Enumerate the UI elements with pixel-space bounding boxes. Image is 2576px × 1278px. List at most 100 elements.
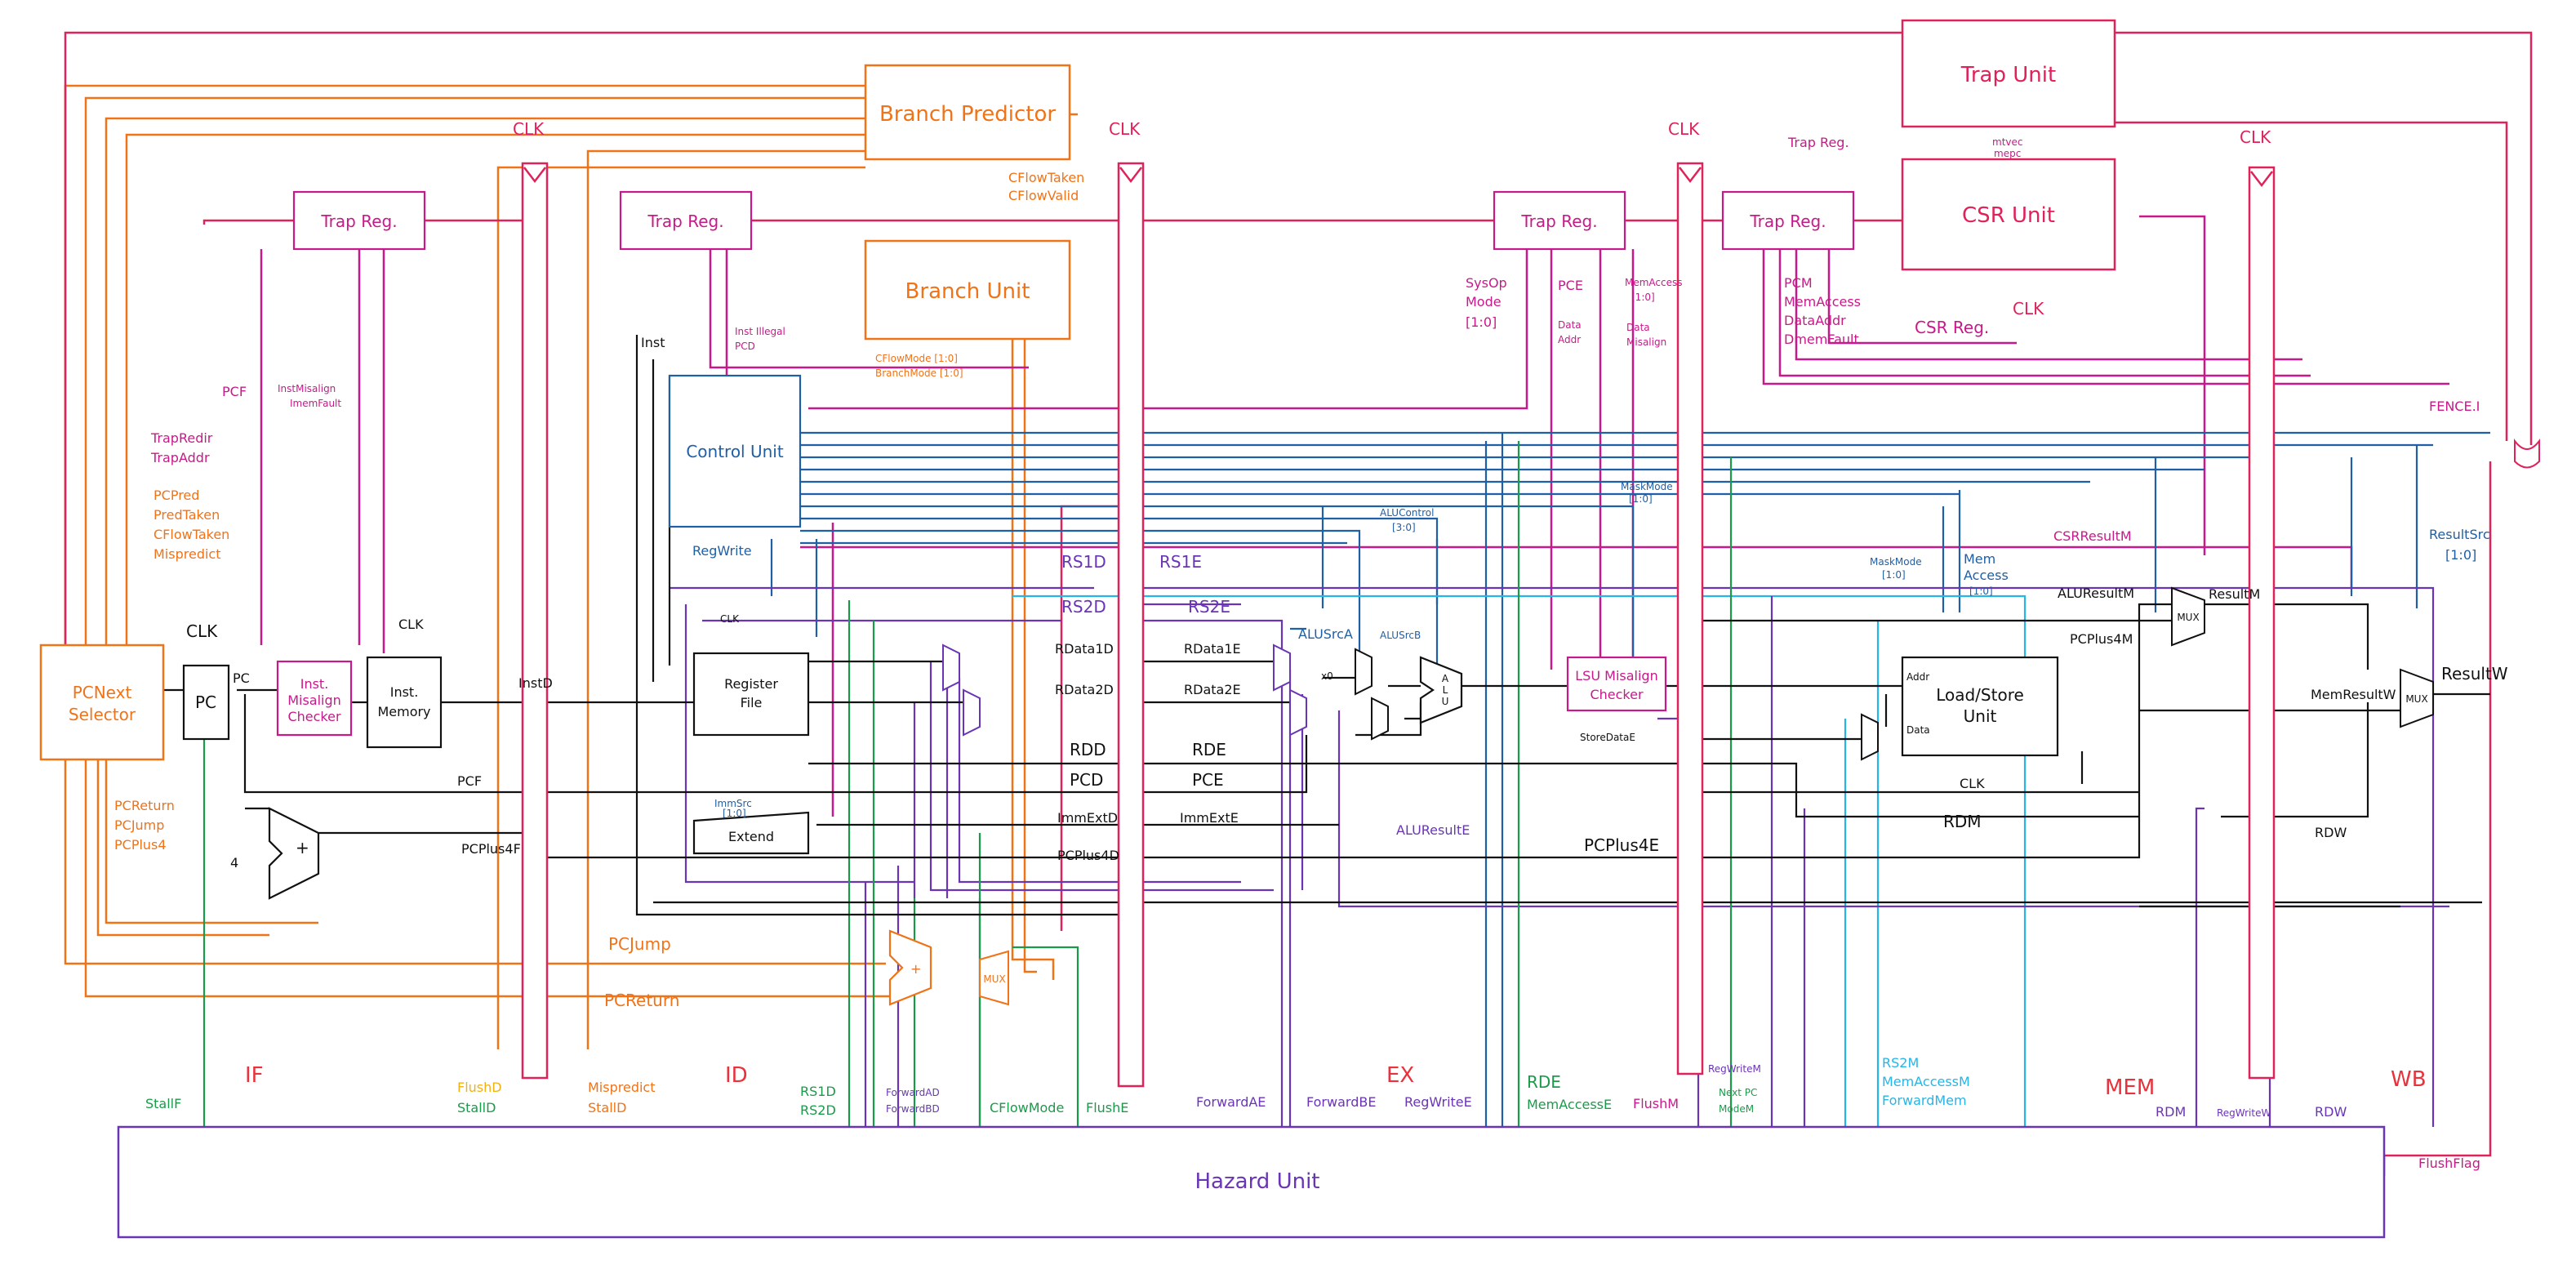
label-imem-fault: ImemFault bbox=[290, 398, 341, 409]
inst-memory-text-1: Inst. bbox=[390, 684, 419, 700]
label-data-addr: Data bbox=[1558, 319, 1582, 331]
trap-unit: Trap Unit bbox=[1901, 19, 2116, 128]
label-resultsrc-width: [1:0] bbox=[2445, 547, 2476, 563]
trap-reg-mem-label: Trap Reg. bbox=[1749, 212, 1826, 231]
wires-blue bbox=[770, 431, 2490, 1127]
wires-orange bbox=[64, 65, 1078, 1049]
label-mispredict-if: Mispredict bbox=[153, 546, 220, 562]
label-csr-reg: CSR Reg. bbox=[1915, 318, 1989, 337]
pc-clk-label: CLK bbox=[186, 621, 218, 641]
label-rde: RDE bbox=[1192, 740, 1226, 759]
trap-unit-label: Trap Unit bbox=[1960, 63, 2056, 87]
mux-forward-bd[interactable] bbox=[963, 688, 981, 737]
label-rdata2e: RData2E bbox=[1184, 682, 1241, 697]
mux-forward-ad[interactable] bbox=[942, 643, 960, 692]
label-dataaddr: DataAddr bbox=[1784, 313, 1846, 328]
mux-result-w[interactable]: MUX bbox=[2400, 668, 2434, 728]
label-instd: InstD bbox=[518, 675, 553, 691]
load-store-unit: Load/Store Unit bbox=[1901, 656, 2059, 757]
trap-reg-id: Trap Reg. bbox=[619, 190, 753, 251]
label-data: Data bbox=[1906, 724, 1930, 736]
label-cflowtaken-bp: CFlowTaken bbox=[1008, 170, 1084, 185]
label-cflowtaken-if: CFlowTaken bbox=[153, 527, 229, 542]
hazard-label-stallf: StallF bbox=[145, 1096, 181, 1111]
register-file-text-2: File bbox=[741, 695, 763, 710]
hazard-label-mispredict: Mispredict bbox=[588, 1080, 655, 1095]
label-immsrc-width: [1:0] bbox=[723, 808, 746, 819]
pipeline-register-id-ex bbox=[1117, 162, 1145, 1088]
label-memaccess-m: MemAccess bbox=[1784, 294, 1861, 309]
branch-target-adder: + bbox=[888, 929, 932, 1006]
label-memaccess-trap: MemAccess bbox=[1625, 277, 1683, 288]
hazard-label-forwardmem: ForwardMem bbox=[1882, 1093, 1967, 1108]
branch-target-mux-label: MUX bbox=[983, 973, 1005, 985]
stage-label-if: IF bbox=[245, 1063, 264, 1088]
hazard-label-stalld-2: StallD bbox=[588, 1100, 626, 1115]
branch-unit-label: Branch Unit bbox=[905, 279, 1030, 304]
label-cflowmode: CFlowMode [1:0] bbox=[875, 353, 958, 364]
label-pcplus4e: PCPlus4E bbox=[1584, 835, 1659, 855]
label-inst-illegal: Inst Illegal bbox=[735, 326, 785, 337]
hazard-label-modem: ModeM bbox=[1719, 1103, 1754, 1115]
stage-label-ex: EX bbox=[1386, 1063, 1414, 1088]
label-predtaken: PredTaken bbox=[153, 507, 220, 523]
mux-alu-src-a[interactable] bbox=[1355, 648, 1373, 696]
label-rdata1d: RData1D bbox=[1055, 641, 1114, 657]
csr-unit-clk-label: CLK bbox=[2013, 299, 2044, 318]
label-pcjump: PCJump bbox=[608, 934, 671, 954]
label-mem-access: Mem bbox=[1964, 551, 1995, 567]
label-aluresulte: ALUResultE bbox=[1396, 822, 1470, 838]
label-resultw: ResultW bbox=[2441, 664, 2508, 684]
hazard-label-flushd: FlushD bbox=[457, 1080, 502, 1095]
label-pce: PCE bbox=[1192, 770, 1224, 790]
fence-or-gate bbox=[2514, 439, 2540, 469]
hazard-unit-label: Hazard Unit bbox=[1195, 1169, 1320, 1194]
four-constant: 4 bbox=[230, 855, 238, 871]
pcplus4-adder-symbol: + bbox=[296, 838, 309, 857]
hazard-unit: Hazard Unit bbox=[117, 1125, 2386, 1239]
lsu-misalign-checker: LSU Misalign Checker bbox=[1566, 656, 1667, 712]
label-mem-access-width: [1:0] bbox=[1969, 586, 1993, 597]
branch-predictor-label: Branch Predictor bbox=[879, 102, 1056, 127]
mux-alu-src-b[interactable] bbox=[1371, 697, 1389, 741]
mux-forward-ae[interactable] bbox=[1273, 643, 1291, 692]
pipeline-register-if-id bbox=[521, 162, 549, 1080]
hazard-label-rde: RDE bbox=[1527, 1072, 1561, 1092]
label-mepc: mepc bbox=[1994, 148, 2021, 159]
label-pcplus4f: PCPlus4F bbox=[461, 841, 521, 857]
label-cflowvalid: CFlowValid bbox=[1008, 188, 1079, 203]
branch-target-mux[interactable]: MUX bbox=[979, 950, 1009, 1006]
label-sysop: SysOp bbox=[1466, 275, 1507, 291]
label-rs1e: RS1E bbox=[1159, 552, 1202, 572]
hazard-label-memaccessm: MemAccessM bbox=[1882, 1074, 1970, 1089]
hazard-label-forwardbe: ForwardBE bbox=[1306, 1094, 1376, 1110]
label-data-misalign-2: Misalign bbox=[1626, 336, 1666, 348]
trap-reg-if-label: Trap Reg. bbox=[320, 212, 397, 231]
label-storedatae: StoreDataE bbox=[1580, 732, 1635, 743]
label-resultm: ResultM bbox=[2209, 586, 2260, 602]
label-rs2e: RS2E bbox=[1188, 597, 1230, 617]
stage-label-id: ID bbox=[725, 1063, 748, 1088]
label-immextd: ImmExtD bbox=[1057, 810, 1118, 826]
label-mem-access-2: Access bbox=[1964, 568, 2009, 583]
label-pcd-trap: PCD bbox=[735, 341, 755, 352]
inst-misalign-checker-text-1: Inst. bbox=[300, 676, 329, 692]
label-data-addr-2: Addr bbox=[1558, 334, 1581, 345]
label-aluresultm: ALUResultM bbox=[2058, 586, 2134, 601]
label-alusrcb: ALUSrcB bbox=[1380, 630, 1421, 641]
label-trap-reg-mem: Trap Reg. bbox=[1787, 135, 1849, 150]
label-csrresultm: CSRResultM bbox=[2053, 528, 2132, 544]
label-pcplus4-if: PCPlus4 bbox=[114, 837, 167, 853]
mux-store-data[interactable] bbox=[1861, 713, 1879, 761]
mux-result-m[interactable]: MUX bbox=[2171, 586, 2205, 647]
alu: A L U bbox=[1419, 656, 1463, 724]
pc-next-selector-label-2: Selector bbox=[69, 705, 136, 724]
hazard-label-forwardad: ForwardAD bbox=[886, 1087, 940, 1098]
hazard-label-rs2m: RS2M bbox=[1882, 1055, 1919, 1071]
mux-forward-be[interactable] bbox=[1289, 688, 1307, 737]
load-store-unit-text-2: Unit bbox=[1964, 706, 1997, 726]
mux-result-w-label: MUX bbox=[2405, 693, 2427, 705]
label-trap-addr: TrapAddr bbox=[150, 450, 210, 465]
hazard-label-regwritem: RegWriteM bbox=[1708, 1063, 1761, 1075]
